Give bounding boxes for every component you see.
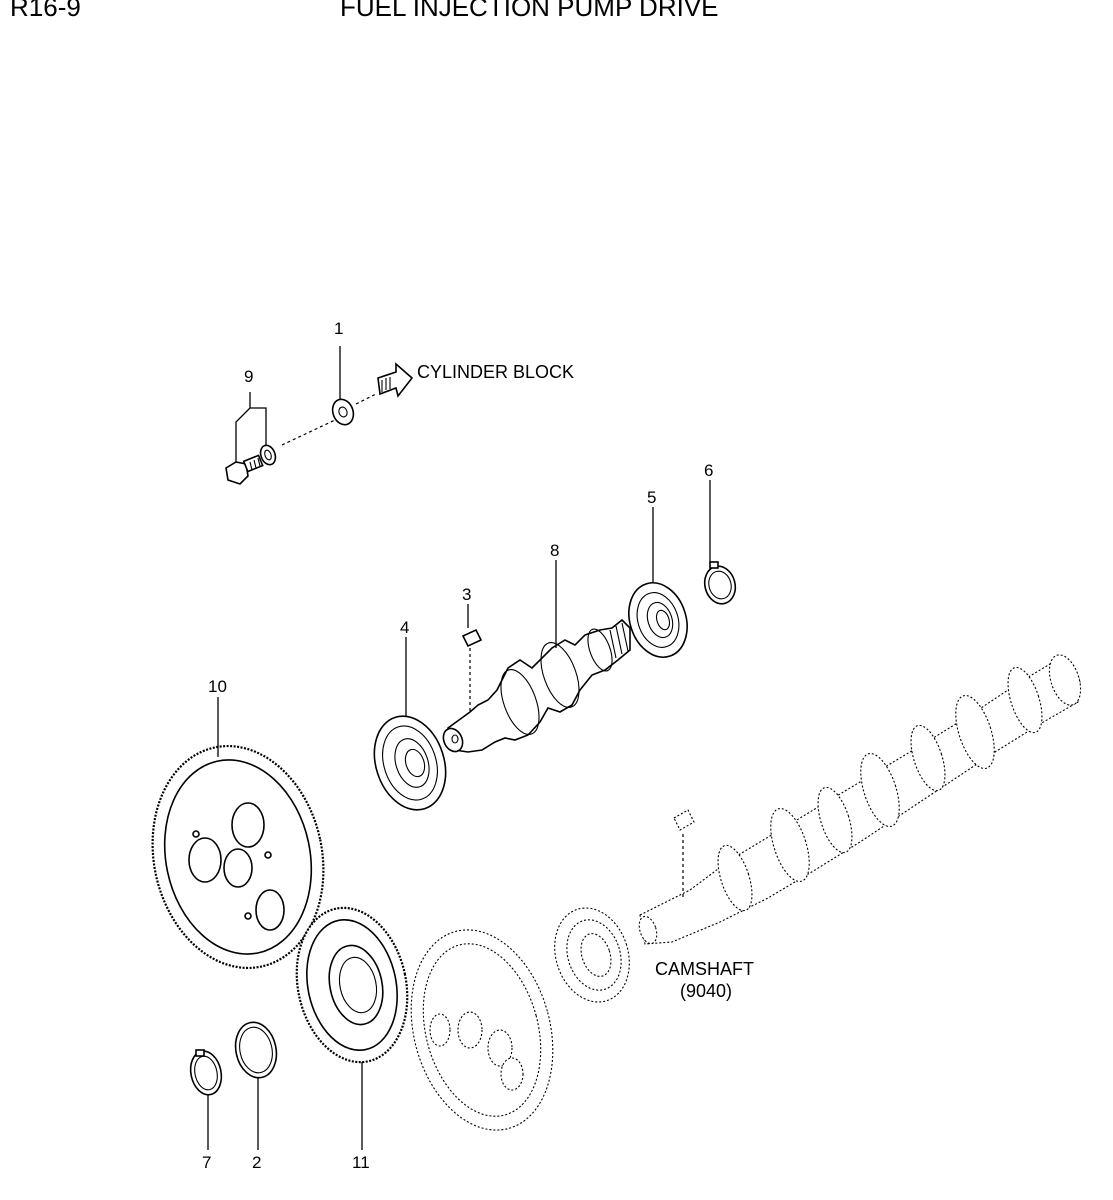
bearing-part-5 (628, 582, 688, 658)
assembly-axis-9-1 (281, 419, 336, 446)
callout-7: 7 (202, 1153, 211, 1172)
callout-11: 11 (352, 1153, 370, 1172)
lock-washer-part-9 (259, 444, 277, 466)
camshaft-code-label: (9040) (680, 981, 732, 1001)
bolt-part-9 (225, 454, 264, 485)
arrow-icon (377, 362, 414, 398)
washer-part-1 (331, 398, 355, 426)
assembly-axis-1-block (355, 393, 377, 405)
callout-3: 3 (462, 585, 471, 604)
callout-5: 5 (647, 488, 656, 507)
thrust-washer-part-2 (234, 1021, 278, 1079)
idler-gear-ghost (410, 929, 554, 1131)
page-title: FUEL INJECTION PUMP DRIVE (340, 0, 719, 22)
callout-2: 2 (252, 1153, 261, 1172)
callout-8: 8 (550, 541, 559, 560)
callout-1: 1 (334, 319, 343, 338)
gear-part-10 (151, 744, 325, 970)
callout-6: 6 (704, 461, 713, 480)
key-part-3 (461, 628, 483, 648)
drive-shaft-part-8 (442, 618, 631, 753)
camshaft-assembly (638, 654, 1082, 945)
gear-part-11 (295, 906, 409, 1064)
camshaft-gear (554, 907, 630, 1003)
leader-9 (235, 392, 267, 462)
page-code: R16-9 (10, 0, 81, 22)
callout-9: 9 (244, 367, 253, 386)
cylinder-block-label: CYLINDER BLOCK (417, 362, 574, 382)
snap-ring-part-6 (703, 561, 737, 605)
callout-10: 10 (208, 677, 227, 696)
bearing-part-4 (373, 715, 447, 811)
callout-4: 4 (400, 618, 409, 637)
camshaft-label: CAMSHAFT (655, 959, 754, 979)
camshaft-key (673, 809, 695, 831)
snap-ring-part-7 (189, 1049, 223, 1096)
